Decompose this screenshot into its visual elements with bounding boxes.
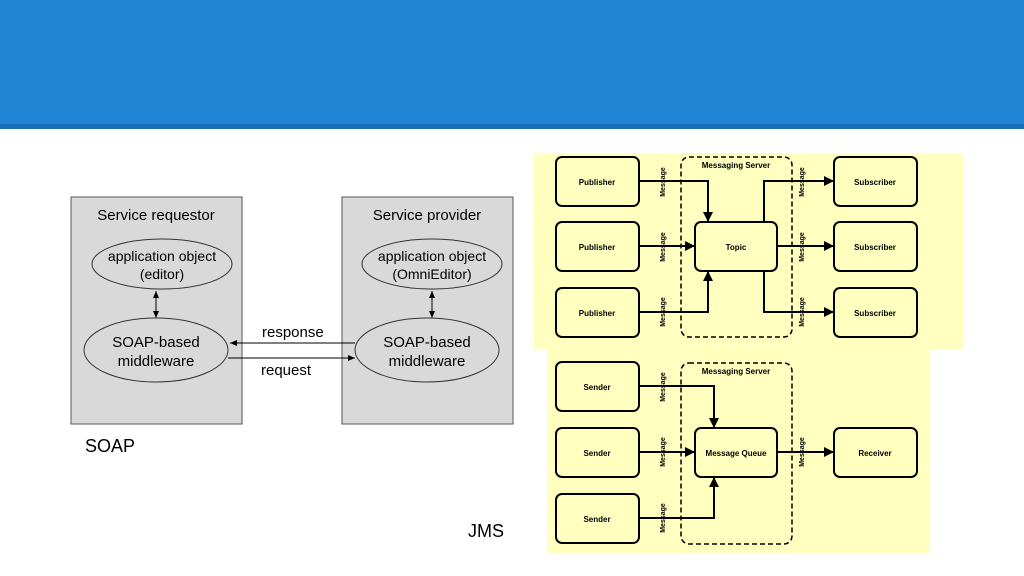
topic-to-sub-arrow <box>763 271 834 317</box>
publisher-label: Publisher <box>579 178 615 187</box>
message-queue-label: Message Queue <box>706 449 767 458</box>
jms-caption: JMS <box>468 521 504 541</box>
pub-to-topic-arrow <box>639 180 713 222</box>
provider-application-object <box>361 238 503 290</box>
message-label: Message <box>799 232 806 262</box>
topic-label: Topic <box>726 243 747 252</box>
response-label: response <box>262 324 324 341</box>
requestor-app-line1: application object <box>108 248 216 264</box>
message-label: Message <box>660 167 667 197</box>
requestor-middleware <box>83 317 229 383</box>
message-label: Message <box>660 437 667 467</box>
message-label: Message <box>799 167 806 197</box>
provider-mw-line2: middleware <box>389 353 466 370</box>
message-label: Message <box>799 297 806 327</box>
jms-pubsub-diagram: Messaging Server Publisher Publisher Pub… <box>534 153 964 349</box>
pubsub-server-label: Messaging Server <box>702 161 770 170</box>
service-provider-title: Service provider <box>373 207 481 224</box>
publisher-label: Publisher <box>579 309 615 318</box>
sender-to-queue-arrow <box>639 385 719 428</box>
request-label: request <box>261 362 312 379</box>
jms-ptp-diagram: Messaging Server Sender Sender Sender Me… <box>547 349 930 553</box>
soap-diagram: Service requestor application object (ed… <box>70 196 514 425</box>
provider-mw-line1: SOAP-based <box>383 334 471 351</box>
sender-to-queue-arrow <box>639 477 719 519</box>
sender-label: Sender <box>583 383 610 392</box>
subscriber-label: Subscriber <box>854 309 896 318</box>
requestor-app-line2: (editor) <box>140 266 184 282</box>
requestor-mw-line2: middleware <box>118 353 195 370</box>
service-provider-box <box>341 196 514 425</box>
service-requestor-title: Service requestor <box>97 207 215 224</box>
receiver-label: Receiver <box>858 449 891 458</box>
publisher-label: Publisher <box>579 243 615 252</box>
message-label: Message <box>660 372 667 402</box>
requestor-mw-line1: SOAP-based <box>112 334 200 351</box>
header-rule <box>0 124 1024 129</box>
subscriber-label: Subscriber <box>854 178 896 187</box>
message-label: Message <box>660 503 667 533</box>
message-label: Message <box>799 437 806 467</box>
provider-middleware <box>354 317 500 383</box>
provider-app-line1: application object <box>378 248 486 264</box>
message-label: Message <box>660 297 667 327</box>
message-label: Message <box>660 232 667 262</box>
ptp-server-label: Messaging Server <box>702 367 770 376</box>
subscriber-label: Subscriber <box>854 243 896 252</box>
sender-label: Sender <box>583 449 610 458</box>
provider-app-line2: (OmniEditor) <box>392 266 471 282</box>
pub-to-topic-arrow <box>639 271 713 313</box>
header-band <box>0 0 1024 124</box>
sender-label: Sender <box>583 515 610 524</box>
soap-caption: SOAP <box>85 436 136 456</box>
requestor-application-object <box>91 238 233 290</box>
topic-to-sub-arrow <box>763 176 834 222</box>
ptp-messaging-server <box>680 362 793 545</box>
